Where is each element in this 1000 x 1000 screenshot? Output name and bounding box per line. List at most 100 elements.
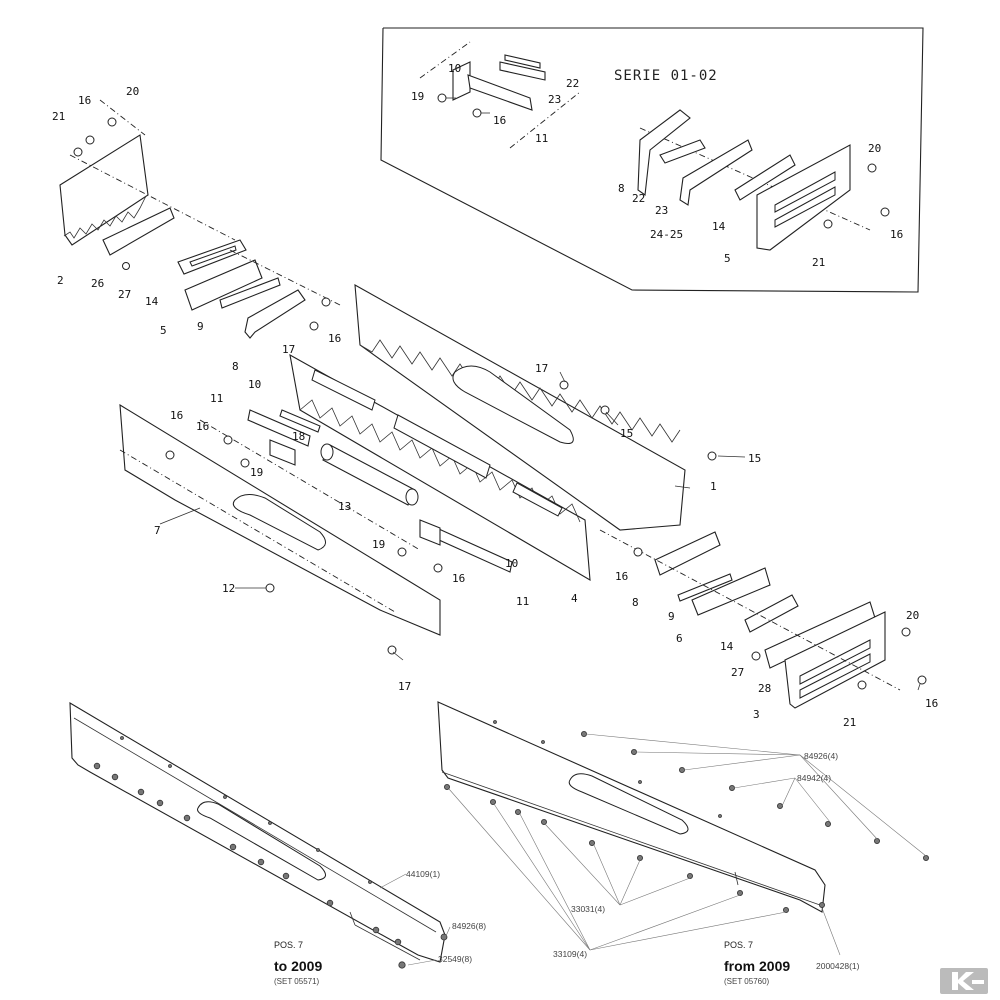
callout: 18 (292, 430, 305, 443)
inset-strip (467, 74, 533, 111)
callout: 9 (197, 320, 204, 333)
inset-strip-24-25 (679, 139, 753, 206)
callout: 16 (890, 228, 903, 241)
part-11 (247, 409, 311, 447)
callout: 17 (282, 343, 295, 356)
callout: 11 (516, 595, 529, 608)
ref-label: 33031(4) (571, 904, 605, 914)
callout: 19 (372, 538, 385, 551)
panel-1-slot (452, 365, 574, 444)
callout: 15 (748, 452, 761, 465)
ref-label: 84942(4) (797, 773, 831, 783)
part-10 (279, 409, 321, 433)
callout: 16 (170, 409, 183, 422)
part-9b (677, 573, 733, 602)
set-label: (SET 05760) (724, 977, 770, 986)
callout: 21 (812, 256, 825, 269)
callout: 22 (632, 192, 645, 205)
callout: 28 (758, 682, 771, 695)
panel-from-2009: 84926(4) 84942(4) 33031(4) 33109(4) 2000… (437, 701, 930, 986)
ref-label: 44109(1) (406, 869, 440, 879)
callout: 2 (57, 274, 64, 287)
callout: 3 (753, 708, 760, 721)
inset-title: SERIE 01-02 (614, 68, 718, 84)
screw-set (73, 117, 927, 690)
callout: 16 (328, 332, 341, 345)
callout: 26 (91, 277, 104, 290)
callout: 7 (154, 524, 161, 537)
bracket-8 (244, 289, 306, 339)
callout: 16 (493, 114, 506, 127)
callout: 10 (505, 557, 518, 570)
new-panel-holes (443, 720, 930, 914)
inset-plate-22 (499, 61, 546, 81)
callout: 17 (535, 362, 548, 375)
callout: 19 (250, 466, 263, 479)
callout: 15 (620, 427, 633, 440)
callout: 23 (548, 93, 561, 106)
ref-label: 84926(4) (804, 751, 838, 761)
callout: 5 (160, 324, 167, 337)
callout: 20 (126, 85, 139, 98)
ref-label: 2000428(1) (816, 961, 860, 971)
part-6 (691, 567, 771, 616)
callout: 8 (618, 182, 625, 195)
inset-endplate-5 (756, 144, 851, 251)
callout: 14 (145, 295, 159, 308)
panel-7-slot (232, 494, 326, 551)
callout: 13 (338, 500, 351, 513)
part-5 (184, 259, 263, 311)
period-label: to 2009 (274, 958, 322, 974)
ref-label: 32549(8) (438, 954, 472, 964)
callout: 10 (448, 62, 461, 75)
callout: 11 (535, 132, 548, 145)
callout: 4 (571, 592, 578, 605)
callout: 16 (452, 572, 465, 585)
inset-part-14 (734, 154, 796, 201)
callout: 12 (222, 582, 235, 595)
callout: 24-25 (650, 228, 683, 241)
end-plate-2 (59, 134, 149, 246)
callout: 23 (655, 204, 668, 217)
plate-26 (102, 207, 175, 256)
inset-bracket (452, 61, 471, 101)
callout: 22 (566, 77, 579, 90)
callout: 27 (118, 288, 131, 301)
callout: 9 (668, 610, 675, 623)
callout: 5 (724, 252, 731, 265)
callout: 20 (868, 142, 881, 155)
callout: 14 (720, 640, 734, 653)
callout: 16 (78, 94, 91, 107)
callout: 8 (232, 360, 239, 373)
panel-to-2009: 44109(1) 84926(8) 32549(8) POS. 7 to 200… (69, 702, 486, 986)
inset-bracket-8 (637, 109, 691, 196)
callout: 20 (906, 609, 919, 622)
callout: 8 (632, 596, 639, 609)
callout: 10 (248, 378, 261, 391)
callout: 6 (676, 632, 683, 645)
bracket-8b (654, 531, 721, 576)
set-label: (SET 05571) (274, 977, 320, 986)
part-18 (269, 439, 296, 466)
callout: 21 (843, 716, 856, 729)
brand-logo-icon (940, 968, 988, 994)
cylinder-13 (320, 443, 419, 506)
callout: 16 (615, 570, 628, 583)
callout: 27 (731, 666, 744, 679)
pos-label: POS. 7 (274, 940, 303, 950)
callout: 16 (196, 420, 209, 433)
ref-label: 84926(8) (452, 921, 486, 931)
inset-box: SERIE 01-02 22 23 19 16 11 20 8 22 23 24… (380, 27, 924, 293)
ref-label: 33109(4) (553, 949, 587, 959)
callout: 11 (210, 392, 223, 405)
callout: 14 (712, 220, 726, 233)
callout: 17 (398, 680, 411, 693)
callout: 21 (52, 110, 65, 123)
part-14b (744, 594, 799, 633)
pos-label: POS. 7 (724, 940, 753, 950)
callout: 16 (925, 697, 938, 710)
period-label: from 2009 (724, 958, 790, 974)
old-panel-holes (93, 736, 448, 969)
